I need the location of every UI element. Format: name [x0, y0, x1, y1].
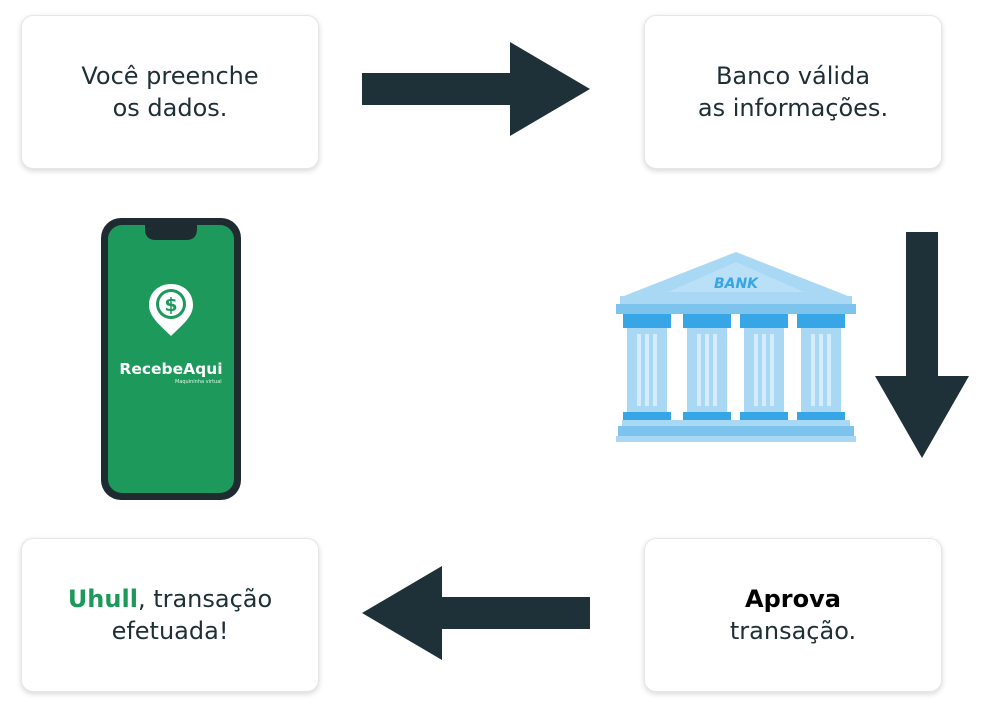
bank-column-flute [827, 334, 831, 406]
step-card-approve: Aprova transação. [644, 538, 942, 692]
step-approve-bold: Aprova [745, 585, 841, 613]
smartphone-icon: $ [101, 218, 241, 500]
arrow-right-icon [362, 42, 590, 136]
bank-illustration: BANK [616, 252, 856, 442]
bank-column-flute [819, 334, 823, 406]
step-card-done: Uhull, transação efetuada! [21, 538, 319, 692]
step-approve-line2: transação. [729, 617, 857, 645]
step-done-line2: efetuada! [111, 617, 229, 645]
bank-column-capital [623, 314, 671, 328]
bank-column-flute [645, 334, 649, 406]
step-card-fill-data: Você preenche os dados. [21, 15, 319, 169]
bank-column-flute [697, 334, 701, 406]
bank-column-flute [705, 334, 709, 406]
smartphone-illustration: $ RecebeAqui Maquininha virtual [101, 218, 241, 500]
bank-column-flute [653, 334, 657, 406]
arrow-left-icon [362, 566, 590, 660]
step-validate-line2: as informações. [697, 94, 889, 122]
bank-column-base [797, 412, 845, 420]
step-done-highlight: Uhull [67, 585, 138, 613]
bank-column-flute [754, 334, 758, 406]
bank-column-capital [740, 314, 788, 328]
bank-column-flute [762, 334, 766, 406]
bank-building-icon: BANK [616, 252, 856, 442]
step-validate-line1: Banco válida [715, 62, 871, 90]
bank-column-flute [811, 334, 815, 406]
bank-column-flute [713, 334, 717, 406]
bank-column-base [683, 412, 731, 420]
bank-column-base [623, 412, 671, 420]
bank-column-flute [770, 334, 774, 406]
bank-column-capital [797, 314, 845, 328]
bank-column-flute [637, 334, 641, 406]
step-done-line1-rest: , transação [137, 585, 273, 613]
arrow-down-icon [875, 232, 969, 458]
step-fill-line1: Você preenche [81, 62, 259, 90]
bank-column-base [740, 412, 788, 420]
step-fill-line2: os dados. [112, 94, 228, 122]
step-card-bank-validates: Banco válida as informações. [644, 15, 942, 169]
app-tagline: Maquininha virtual [175, 379, 222, 385]
bank-column-capital [683, 314, 731, 328]
svg-text:$: $ [164, 294, 177, 316]
app-name: RecebeAqui [119, 360, 223, 378]
bank-label: BANK [714, 276, 759, 292]
step-done-line1: Uhull, transação [68, 583, 272, 615]
